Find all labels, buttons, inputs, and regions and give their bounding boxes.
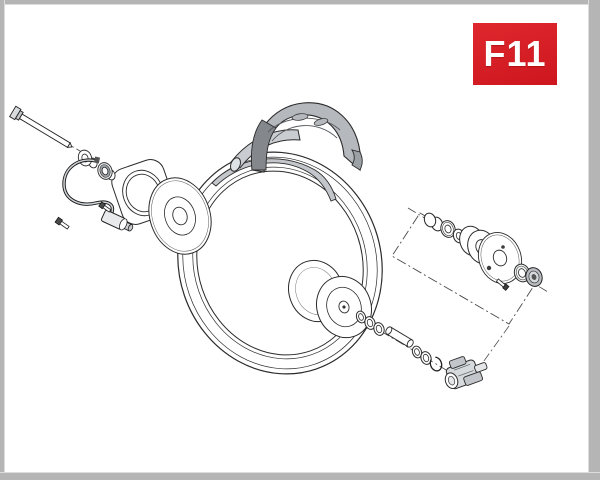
washer-11d [420,351,432,365]
screw-21 [495,278,510,291]
wheel-rim [177,151,383,375]
circlip-13 [429,356,443,372]
spacer-12 [385,326,414,348]
rear-sprocket [477,232,523,284]
washer-10 [355,310,367,324]
figure-code-text: F11 [483,33,547,74]
page-border-left [0,0,5,480]
front-fender [251,102,363,173]
bushing-16 [423,212,444,232]
bolt-29 [54,216,70,230]
washer-11c [411,345,423,359]
bolt-20 [486,265,492,271]
axle [9,105,73,149]
speedo-drive-14 [444,356,488,390]
speed-sensor [62,156,134,232]
bolt-27 [98,201,112,213]
page-border-right [588,0,600,480]
page-border-top [0,0,600,5]
figure-code-badge: F11 [473,23,557,85]
hub [288,259,372,339]
circlip-11a [364,316,376,330]
fender-stay-tube [229,129,301,172]
brake-disc [148,177,212,255]
circlip-11b [373,322,385,336]
page-border-bottom [0,472,600,480]
bearing-17 [440,220,456,238]
seal-30 [97,162,116,181]
nut-23 [525,267,543,287]
